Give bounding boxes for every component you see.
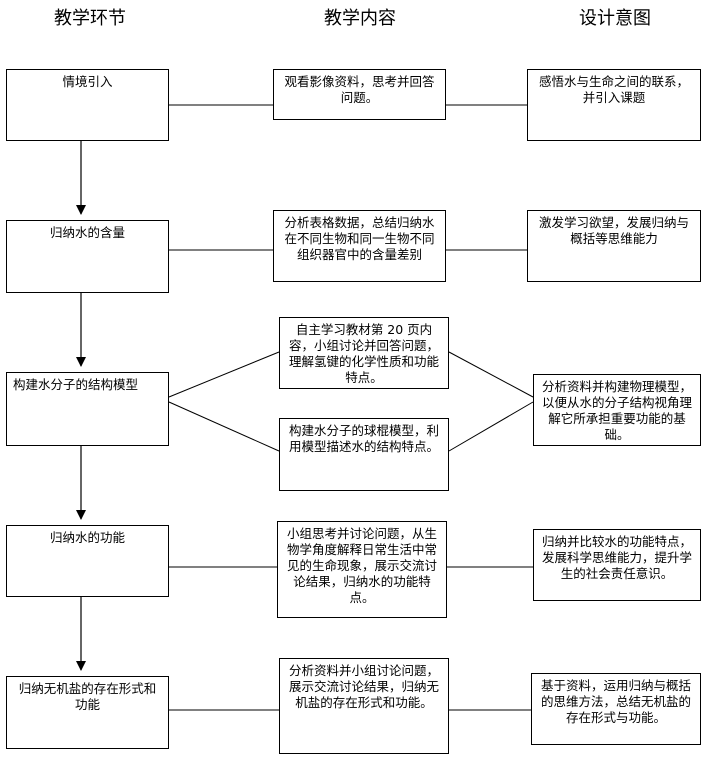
header-intent: 设计意图 (579, 8, 651, 29)
stage-label: 归纳水的含量 (49, 225, 125, 240)
stage-box-water-content: 归纳水的含量 (6, 220, 169, 293)
content-text: 观看影像资料，思考并回答问题。 (284, 74, 435, 105)
intent-text: 基于资料，运用归纳与概括的思维方法，总结无机盐的存在形式与功能。 (540, 678, 691, 725)
intent-text: 分析资料并构建物理模型，以便从水的分子结构视角理解它所承担重要功能的基础。 (541, 379, 692, 442)
content-text: 构建水分子的球棍模型，利用模型描述水的结构特点。 (288, 423, 439, 454)
stage-label: 归纳无机盐的存在形式和功能 (18, 681, 157, 712)
stage-label: 归纳水的功能 (49, 530, 125, 545)
header-content: 教学内容 (324, 8, 396, 29)
intent-box-water-model: 分析资料并构建物理模型，以便从水的分子结构视角理解它所承担重要功能的基础。 (533, 374, 701, 446)
content-text: 小组思考并讨论问题，从生物学角度解释日常生活中常见的生命现象，展示交流讨论结果，… (286, 526, 437, 605)
header-stage: 教学环节 (54, 8, 126, 29)
stage-box-water-model: 构建水分子的结构模型 (6, 372, 169, 446)
content-text: 自主学习教材第 20 页内容，小组讨论并回答问题，理解氢键的化学性质和功能特点。 (288, 322, 439, 385)
intent-text: 归纳并比较水的功能特点，发展科学思维能力，提升学生的社会责任意识。 (541, 534, 692, 581)
stage-box-intro: 情境引入 (6, 69, 169, 141)
intent-text: 感悟水与生命之间的联系，并引入课题 (538, 74, 689, 105)
intent-box-water-content: 激发学习欲望，发展归纳与概括等思维能力 (527, 210, 701, 282)
intent-box-water-function: 归纳并比较水的功能特点，发展科学思维能力，提升学生的社会责任意识。 (533, 529, 701, 601)
content-text: 分析表格数据，总结归纳水在不同生物和同一生物不同组织器官中的含量差别 (284, 215, 435, 262)
content-text: 分析资料并小组讨论问题，展示交流讨论结果，归纳无机盐的存在形式和功能。 (288, 663, 439, 710)
intent-text: 激发学习欲望，发展归纳与概括等思维能力 (538, 215, 689, 246)
content-box-water-function: 小组思考并讨论问题，从生物学角度解释日常生活中常见的生命现象，展示交流讨论结果，… (277, 521, 447, 618)
content-box-ball-stick: 构建水分子的球棍模型，利用模型描述水的结构特点。 (279, 418, 449, 491)
content-box-self-study: 自主学习教材第 20 页内容，小组讨论并回答问题，理解氢键的化学性质和功能特点。 (279, 317, 449, 389)
intent-box-salt: 基于资料，运用归纳与概括的思维方法，总结无机盐的存在形式与功能。 (531, 673, 701, 745)
stage-label: 情境引入 (62, 74, 113, 89)
content-box-salt: 分析资料并小组讨论问题，展示交流讨论结果，归纳无机盐的存在形式和功能。 (279, 658, 449, 754)
intent-box-intro: 感悟水与生命之间的联系，并引入课题 (527, 69, 701, 141)
stage-label: 构建水分子的结构模型 (13, 377, 139, 392)
stage-box-water-function: 归纳水的功能 (6, 525, 169, 597)
content-box-intro: 观看影像资料，思考并回答问题。 (273, 69, 446, 120)
stage-box-salt: 归纳无机盐的存在形式和功能 (6, 676, 169, 749)
content-box-water-content: 分析表格数据，总结归纳水在不同生物和同一生物不同组织器官中的含量差别 (273, 210, 446, 282)
